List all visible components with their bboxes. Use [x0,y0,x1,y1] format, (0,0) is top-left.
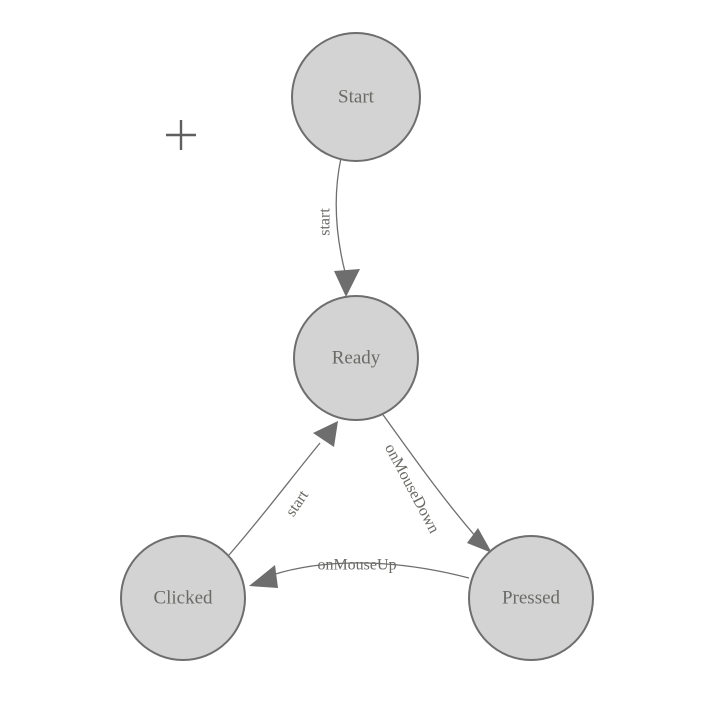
node-label-clicked: Clicked [153,587,213,608]
edge-path-start-to-ready [335,157,346,273]
arrowhead-ready-to-pressed [467,528,492,553]
node-pressed[interactable]: Pressed [468,535,594,661]
edge-clicked-to-ready[interactable]: start [228,421,338,556]
arrowhead-start-to-ready [334,269,360,297]
node-ready[interactable]: Ready [293,295,419,421]
arrowhead-clicked-to-ready [313,421,338,447]
node-label-pressed: Pressed [502,587,561,608]
node-clicked[interactable]: Clicked [120,535,246,661]
node-label-ready: Ready [332,347,381,368]
edge-path-ready-to-pressed [380,411,478,539]
edge-start-to-ready[interactable]: start [317,157,360,297]
edge-label-start-to-ready: start [317,208,334,236]
edge-path-clicked-to-ready [228,442,321,556]
edge-path-pressed-to-clicked [271,562,470,579]
node-circle-pressed [468,535,594,661]
edge-pressed-to-clicked[interactable]: onMouseUp [249,557,470,588]
plus-marker[interactable] [166,120,196,150]
node-circle-start [291,32,421,162]
edge-ready-to-pressed[interactable]: onMouseDown [380,411,492,553]
edge-label-pressed-to-clicked: onMouseUp [317,557,396,574]
node-circle-ready [293,295,419,421]
node-circle-clicked [120,535,246,661]
node-start[interactable]: Start [291,32,421,162]
node-label-start: Start [338,86,375,107]
edge-label-clicked-to-ready: start [283,487,313,520]
arrowhead-pressed-to-clicked [249,565,278,588]
